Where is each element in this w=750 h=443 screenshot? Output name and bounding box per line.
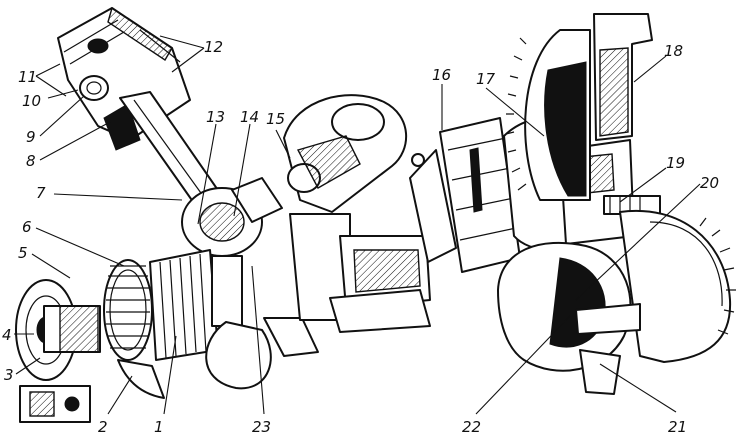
label-10: 10: [22, 92, 41, 110]
label-15: 15: [266, 110, 285, 128]
label-18: 18: [664, 42, 683, 60]
label-6: 6: [22, 218, 32, 236]
label-9: 9: [26, 128, 36, 146]
timing-gear: [103, 259, 153, 361]
label-4: 4: [2, 326, 12, 344]
leader-lines: [14, 35, 701, 415]
flywheel-ring-gear: [619, 209, 736, 363]
callout-numbers: 1 2 3 4 5 6 7 8 9 10 11 12 13 14 15 16 1…: [2, 38, 719, 436]
front-main-journal: [149, 249, 243, 361]
front-counterweight: [117, 317, 319, 399]
label-17: 17: [476, 70, 496, 88]
label-14: 14: [240, 108, 259, 126]
label-13: 13: [206, 108, 225, 126]
label-2: 2: [98, 418, 108, 436]
crank-throws: [283, 94, 521, 333]
label-12: 12: [204, 38, 223, 56]
label-8: 8: [26, 152, 36, 170]
label-19: 19: [666, 154, 685, 172]
label-7: 7: [36, 184, 46, 202]
label-21: 21: [668, 418, 687, 436]
clutch-housing: [497, 242, 641, 395]
label-20: 20: [700, 174, 719, 192]
connecting-rod: [119, 91, 283, 257]
label-5: 5: [18, 244, 28, 262]
pulley-detail-inset: [19, 385, 91, 423]
label-3: 3: [4, 366, 14, 384]
flywheel: [505, 13, 653, 201]
label-11: 11: [18, 68, 37, 86]
label-23: 23: [252, 418, 271, 436]
front-pulley: [15, 279, 101, 381]
label-1: 1: [154, 418, 164, 436]
label-16: 16: [432, 66, 451, 84]
piston: [57, 6, 191, 151]
label-22: 22: [462, 418, 481, 436]
